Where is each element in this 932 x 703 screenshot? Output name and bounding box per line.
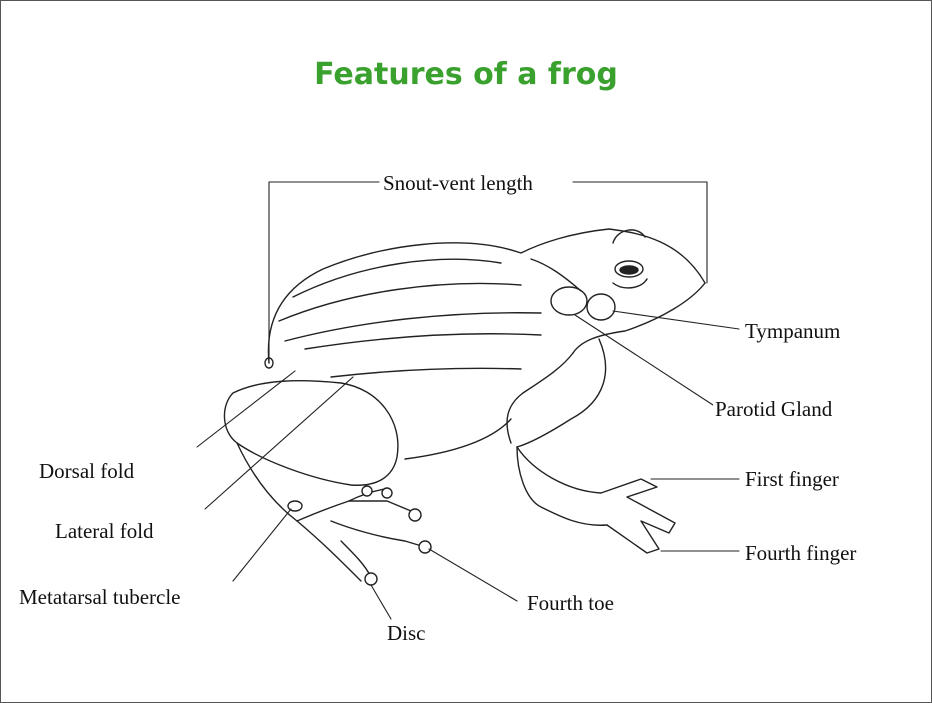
label-snout-vent-length: Snout-vent length — [381, 171, 535, 196]
label-first-finger: First finger — [743, 467, 841, 492]
label-parotid-gland: Parotid Gland — [713, 397, 834, 422]
head-features — [265, 261, 647, 511]
label-fourth-toe: Fourth toe — [525, 591, 616, 616]
label-fourth-finger: Fourth finger — [743, 541, 858, 566]
frog-body — [224, 229, 705, 585]
label-disc: Disc — [385, 621, 428, 646]
label-dorsal-fold: Dorsal fold — [37, 459, 136, 484]
dorsal-stripes — [279, 259, 581, 377]
label-lateral-fold: Lateral fold — [53, 519, 156, 544]
parotid-gland-shape — [551, 287, 587, 315]
label-metatarsal-tubercle: Metatarsal tubercle — [17, 585, 183, 610]
tympanum-circle — [587, 294, 615, 320]
label-tympanum: Tympanum — [743, 319, 842, 344]
